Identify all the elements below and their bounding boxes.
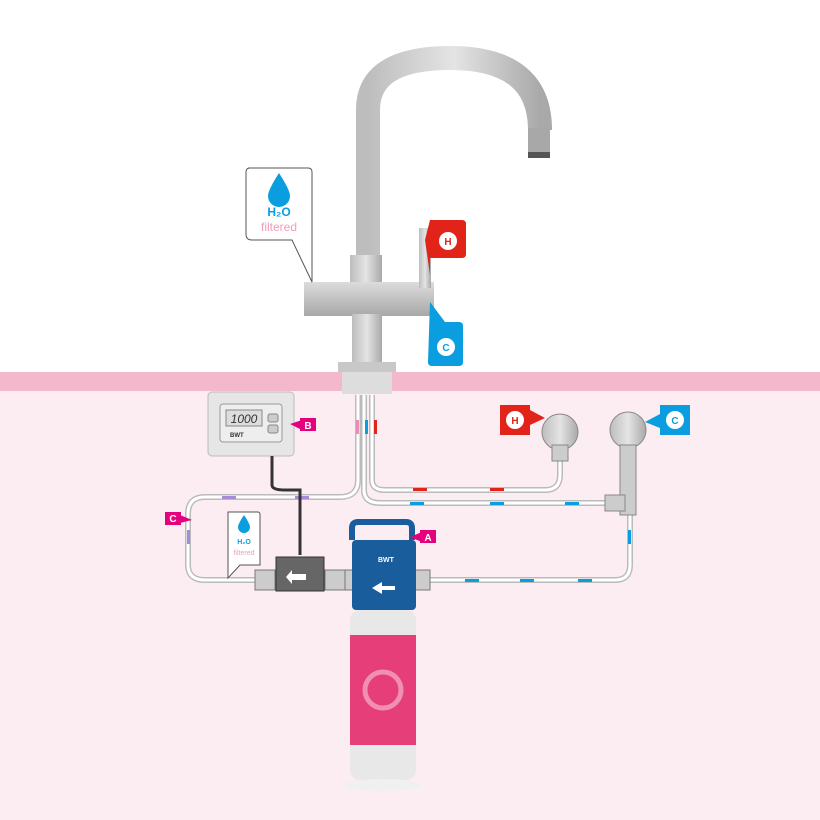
countertop: [0, 372, 820, 391]
water-filter: BWT: [344, 519, 431, 791]
filtered-water-callout: H₂O filtered: [245, 167, 313, 283]
marker-a-label: A: [424, 533, 431, 544]
marker-c: C: [165, 512, 192, 525]
callout-formula: H₂O: [267, 205, 290, 219]
hot-badge-valve: H: [500, 405, 545, 435]
marker-c-label: C: [169, 514, 176, 525]
marker-b: B: [290, 418, 316, 432]
cold-valve: [604, 411, 647, 516]
meter-display: 1000: [231, 412, 258, 426]
cold-badge-valve: C: [645, 405, 690, 435]
faucet: [304, 45, 552, 394]
marker-b-label: B: [304, 421, 311, 432]
hot-badge-faucet: H: [425, 220, 466, 275]
flow-meter: 1000 BWT: [207, 391, 302, 555]
water-drop-icon: [268, 173, 290, 207]
cold-badge-faucet: C: [428, 302, 463, 366]
meter-brand: BWT: [230, 433, 244, 439]
hot-label-valve: H: [511, 416, 518, 427]
hot-valve: [541, 413, 579, 462]
small-word: filtered: [233, 550, 254, 557]
flow-arrows: [187, 420, 631, 582]
cold-label-valve: C: [671, 416, 678, 427]
small-filtered-callout: H₂O filtered: [227, 511, 261, 580]
filter-brand: BWT: [378, 557, 395, 564]
hot-label: H: [444, 237, 451, 248]
cold-label: C: [442, 343, 449, 354]
marker-a: A: [410, 530, 436, 544]
turbine-unit: [254, 556, 346, 592]
small-formula: H₂O: [237, 539, 251, 546]
callout-word: filtered: [261, 220, 297, 234]
